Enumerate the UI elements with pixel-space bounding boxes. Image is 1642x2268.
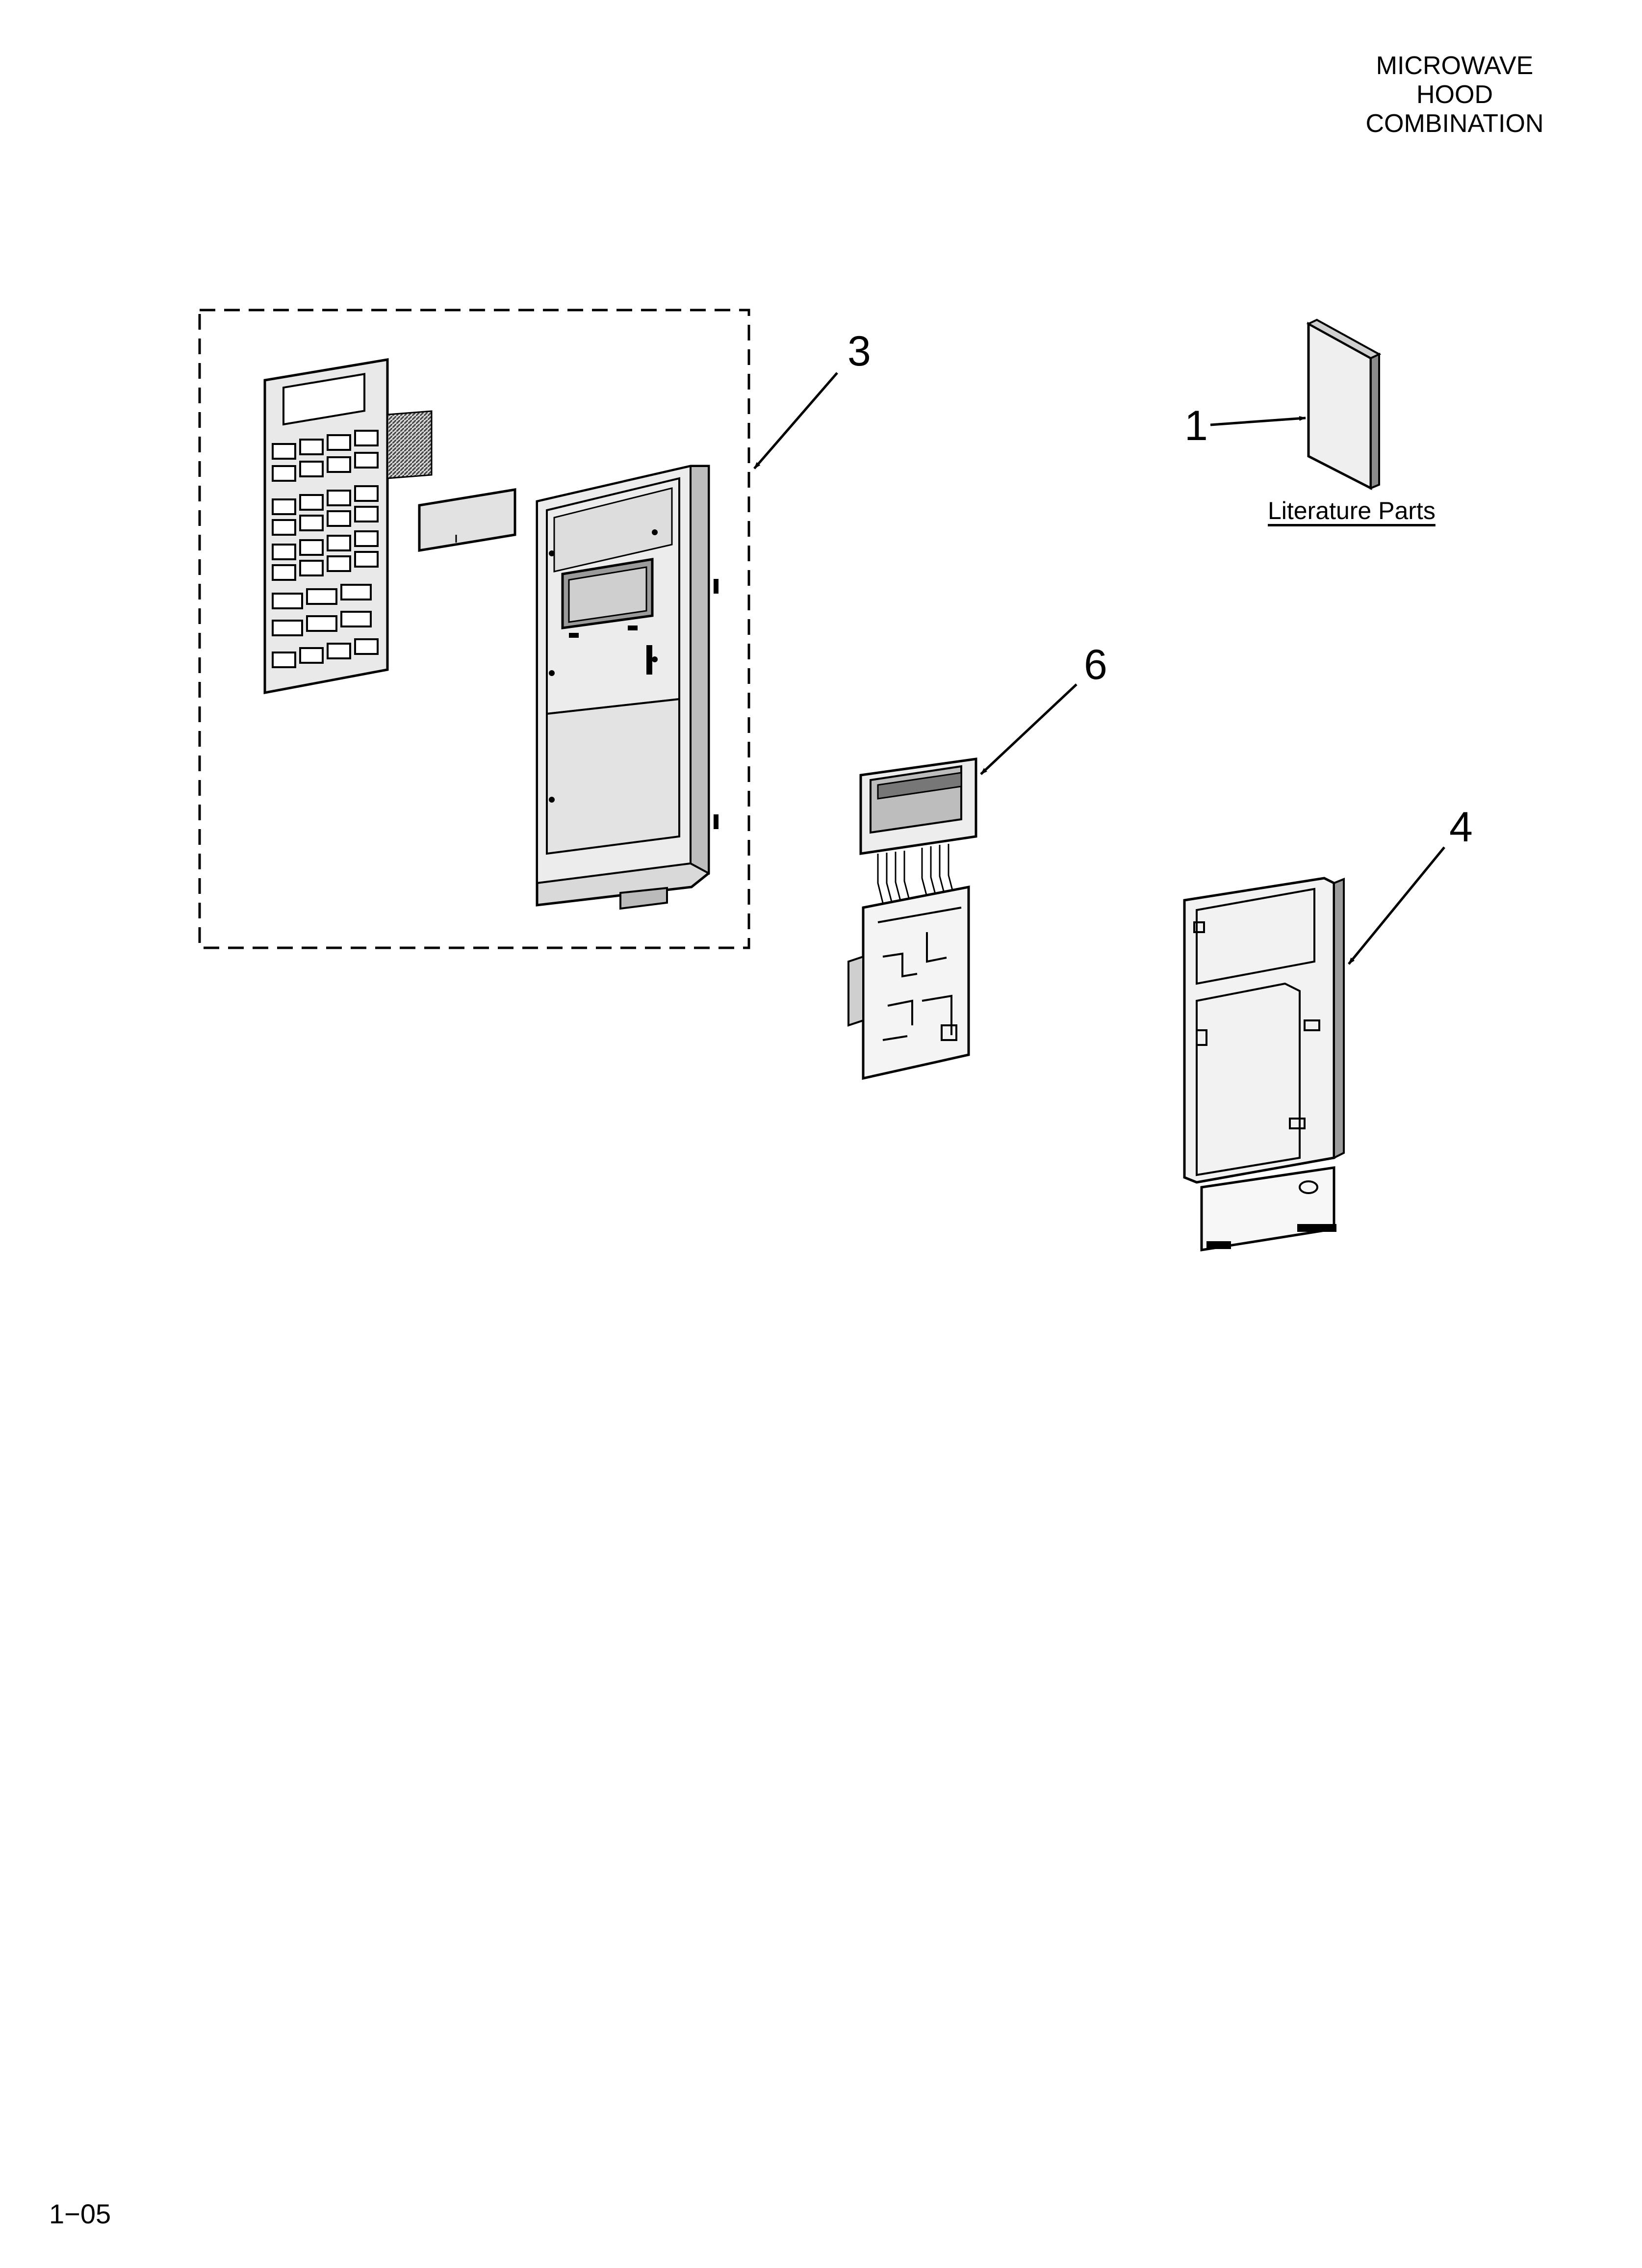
keypad-key — [354, 485, 379, 502]
keypad-key — [354, 506, 379, 522]
mounting-bracket — [1183, 877, 1345, 1251]
keypad-key — [299, 515, 324, 531]
keypad-key — [299, 494, 324, 511]
keypad-key — [327, 434, 351, 451]
literature-parts-label: Literature Parts — [1268, 497, 1436, 524]
literature-booklet — [1306, 318, 1382, 491]
callout-6: 6 — [1084, 641, 1107, 688]
keypad-key — [272, 443, 296, 460]
callout-4: 4 — [1449, 804, 1473, 851]
keypad-key — [299, 439, 324, 455]
keypad-key — [299, 560, 324, 576]
keypad-key — [272, 652, 296, 668]
display-control-board — [847, 757, 977, 1080]
keypad-key — [272, 564, 296, 581]
leader-line-3 — [753, 372, 838, 469]
ribbon-cable — [877, 844, 954, 903]
keypad-key — [354, 452, 379, 469]
keypad-key — [354, 530, 379, 547]
keypad-key — [306, 615, 337, 632]
title-line-1: MICROWAVE — [1376, 52, 1534, 80]
keypad-key — [327, 535, 351, 551]
keypad-key — [272, 465, 296, 482]
keypad-button-grid — [272, 430, 379, 668]
leader-line-1 — [1210, 416, 1306, 426]
keypad-key — [299, 647, 324, 664]
keypad-key — [354, 551, 379, 568]
keypad-key — [272, 593, 303, 609]
keypad-key — [306, 588, 337, 605]
keypad-key — [327, 555, 351, 572]
callout-1: 1 — [1184, 402, 1208, 449]
keypad-key — [327, 643, 351, 659]
keypad-membrane — [263, 358, 433, 695]
keypad-key — [354, 638, 379, 655]
keypad-key — [354, 430, 379, 446]
window-lens — [418, 488, 516, 552]
keypad-key — [272, 620, 303, 636]
title-line-2: HOOD — [1416, 80, 1493, 109]
keypad-key — [299, 461, 324, 477]
keypad-key — [327, 510, 351, 527]
keypad-key — [272, 519, 296, 536]
keypad-key — [272, 544, 296, 560]
assembly-boundary-box — [198, 309, 750, 949]
page-number: 1−05 — [49, 2198, 111, 2229]
callout-3: 3 — [847, 328, 871, 375]
keypad-key — [299, 539, 324, 556]
leader-line-4 — [1348, 846, 1445, 965]
leader-line-6 — [980, 683, 1078, 775]
keypad-key — [327, 456, 351, 473]
title-line-3: COMBINATION — [1365, 109, 1544, 138]
keypad-key — [327, 490, 351, 506]
title-block: MICROWAVE HOOD COMBINATION — [1352, 52, 1558, 138]
keypad-key — [272, 498, 296, 515]
keypad-key — [340, 584, 372, 600]
keypad-key — [340, 611, 372, 627]
control-panel-housing — [536, 465, 718, 910]
